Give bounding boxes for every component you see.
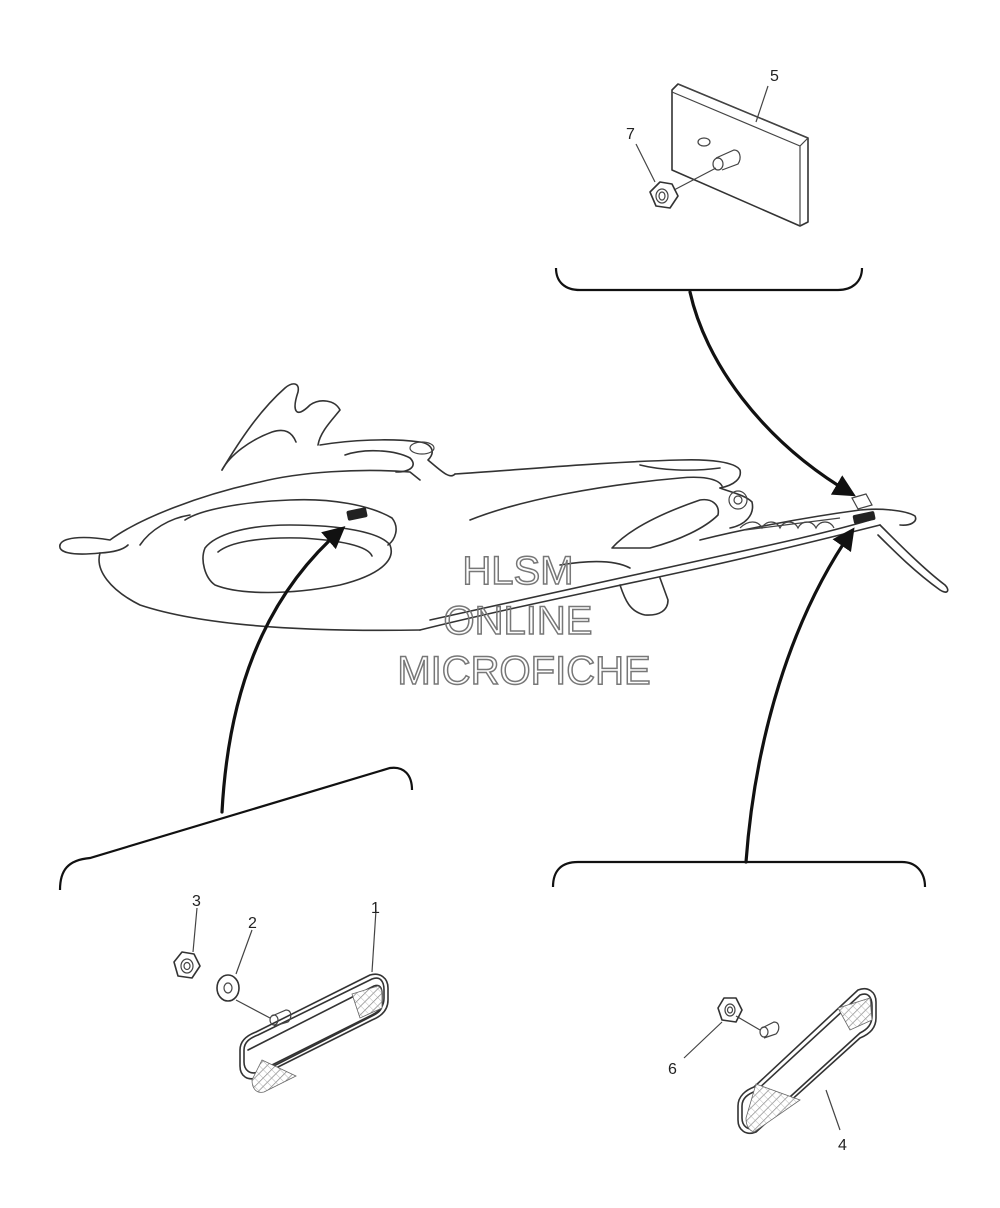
callout-labels: 5 7 1 2 3 6 4	[192, 68, 847, 1154]
part-nut-7	[649, 181, 679, 209]
leader-arrows	[220, 290, 856, 864]
callout-7: 7	[626, 126, 635, 143]
arrow-to-top-reflector	[688, 290, 856, 497]
callout-6: 6	[668, 1061, 677, 1078]
part-nut-6	[717, 997, 743, 1023]
callout-leaders	[192, 85, 841, 1131]
part-nut-3	[173, 951, 201, 979]
part-reflector-4	[735, 987, 877, 1135]
arrow-to-rear-reflector	[744, 527, 855, 864]
callout-1: 1	[371, 900, 380, 917]
detail-frame-left	[58, 766, 414, 891]
callout-4: 4	[838, 1137, 847, 1154]
snowmobile-outline	[59, 383, 949, 632]
arrow-to-front-reflector	[220, 526, 346, 814]
watermark-line-2: ONLINE	[444, 599, 593, 643]
callout-5: 5	[770, 68, 779, 85]
callout-3: 3	[192, 893, 201, 910]
watermark-line-3: MICROFICHE	[397, 649, 650, 693]
callout-2: 2	[248, 915, 257, 932]
stud-7	[712, 149, 741, 171]
detail-frame-right	[551, 860, 927, 888]
watermark: HLSM ONLINE MICROFICHE	[397, 548, 652, 694]
watermark-line-1: HLSM	[462, 549, 573, 593]
part-plate-5	[671, 83, 809, 227]
part-reflector-1	[235, 973, 389, 1093]
part-washer-2	[216, 974, 240, 1002]
detail-frame-top	[554, 267, 864, 292]
